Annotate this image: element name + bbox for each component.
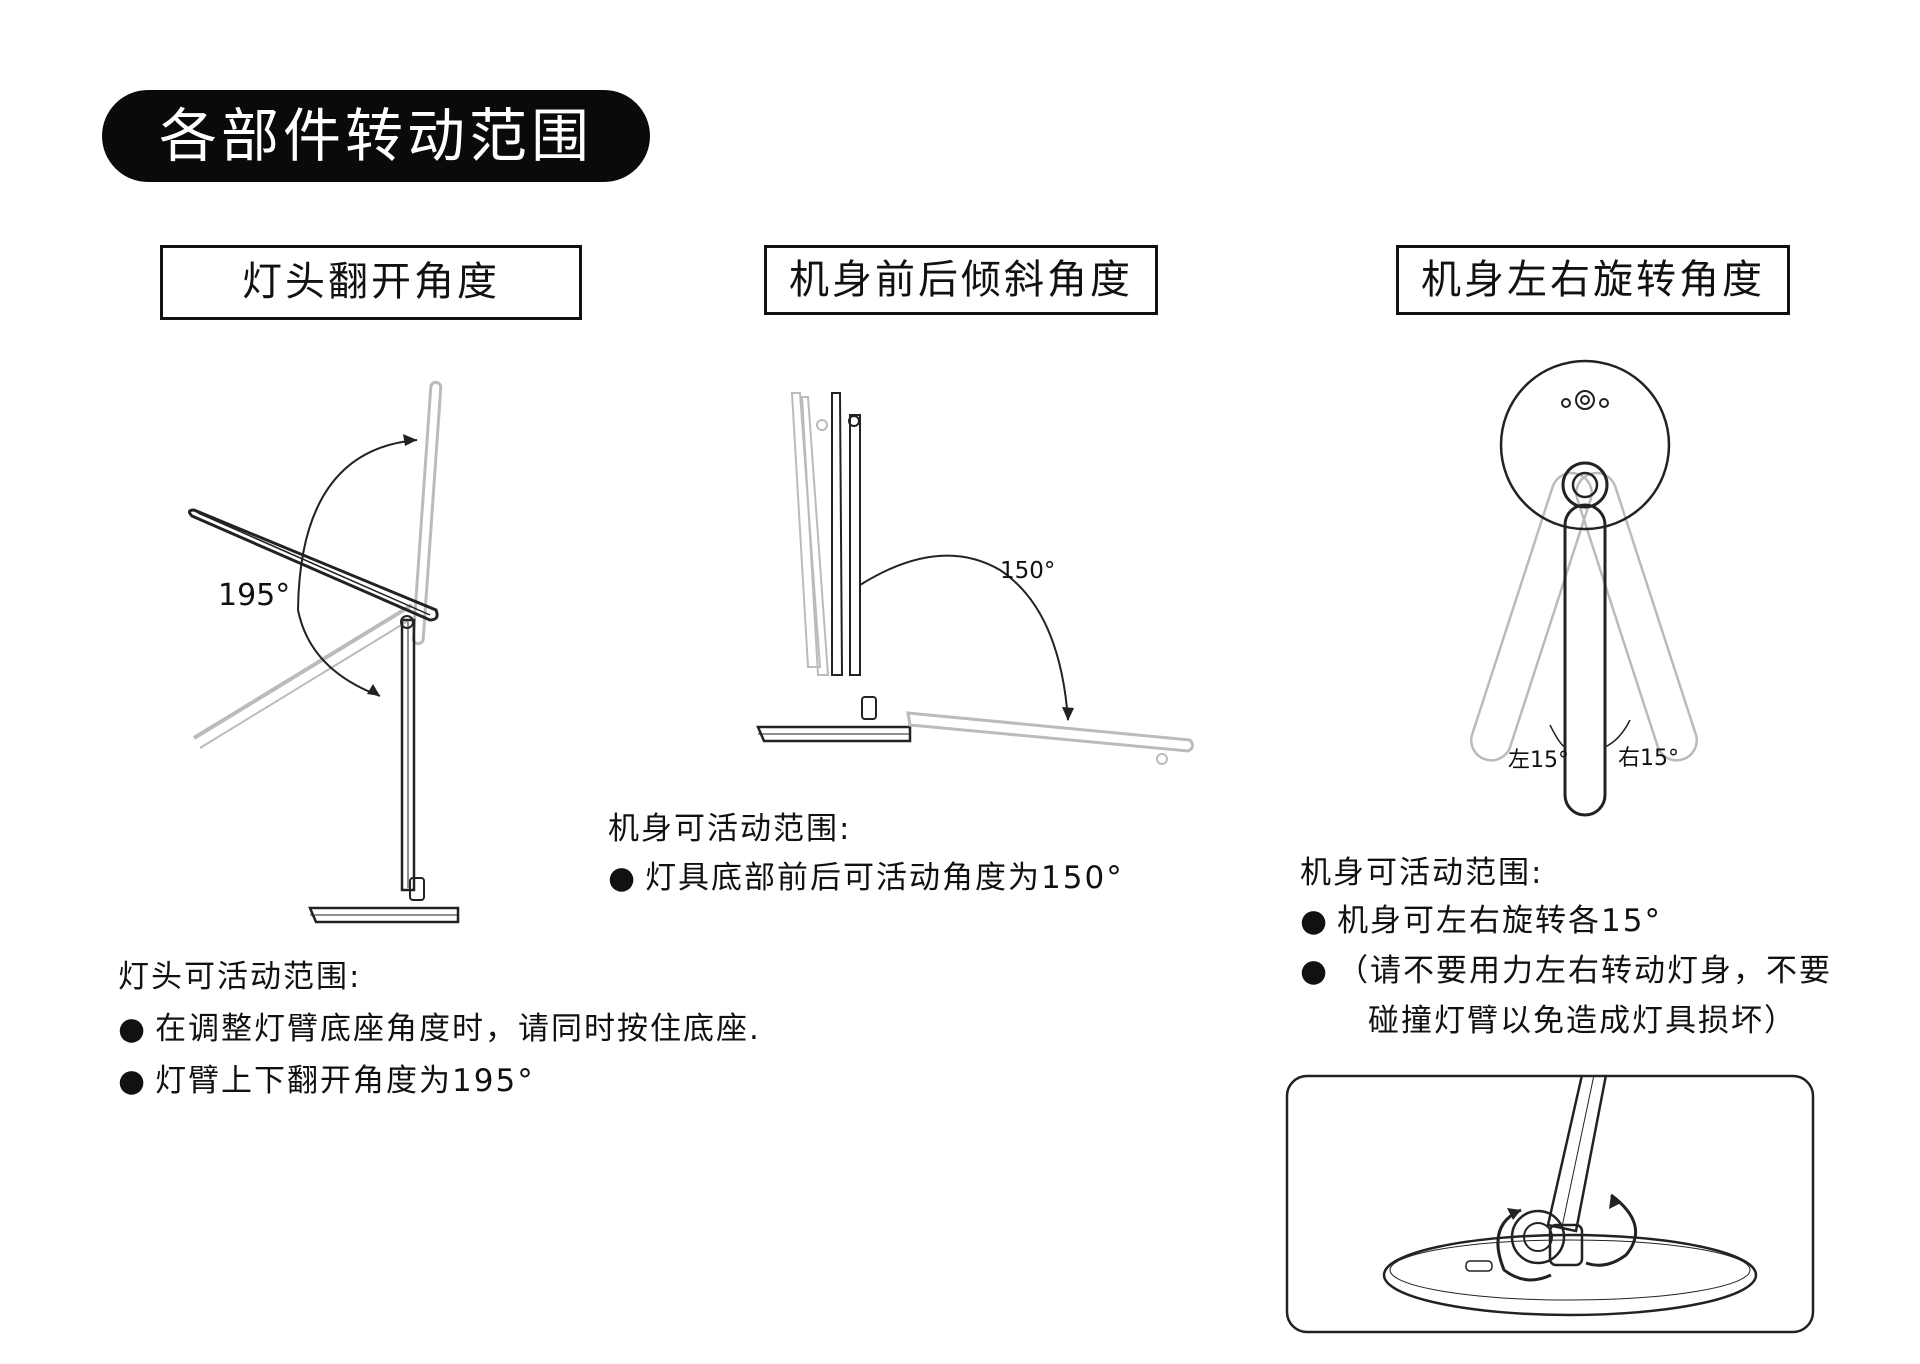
head-bullet-1: 在调整灯臂底座角度时，请同时按住底座. [118,1008,761,1050]
rotate-range-label: 机身可活动范围: [1300,855,1544,891]
rotate-bullet-2-continuation: 碰撞灯臂以免造成灯具损坏） [1368,1003,1797,1039]
body-tilt-illustration [756,392,1195,765]
head-flip-illustration [187,380,460,924]
rotate-bullet-2: （请不要用力左右转动灯身，不要 [1300,950,1832,992]
rotate-bullet-1: 机身可左右旋转各15° [1300,900,1662,942]
section-heading-head-flip: 灯头翻开角度 [160,245,582,320]
base-joint-detail-illustration [1285,1074,1815,1334]
tilt-range-label: 机身可活动范围: [608,811,852,847]
body-rotate-illustration [1470,359,1698,817]
tilt-bullet-1: 灯具底部前后可活动角度为150° [608,857,1124,899]
section-heading-body-rotate: 机身左右旋转角度 [1396,245,1790,315]
rotate-right-label: 右15° [1618,746,1679,771]
section-heading-body-tilt: 机身前后倾斜角度 [764,245,1158,315]
head-bullet-2: 灯臂上下翻开角度为195° [118,1060,535,1102]
rotate-left-label: 左15° [1508,748,1569,773]
head-range-label: 灯头可活动范围: [118,959,362,995]
head-flip-angle-label: 195° [218,578,291,613]
page-title: 各部件转动范围 [102,90,650,182]
body-tilt-angle-label: 150° [1000,558,1056,584]
